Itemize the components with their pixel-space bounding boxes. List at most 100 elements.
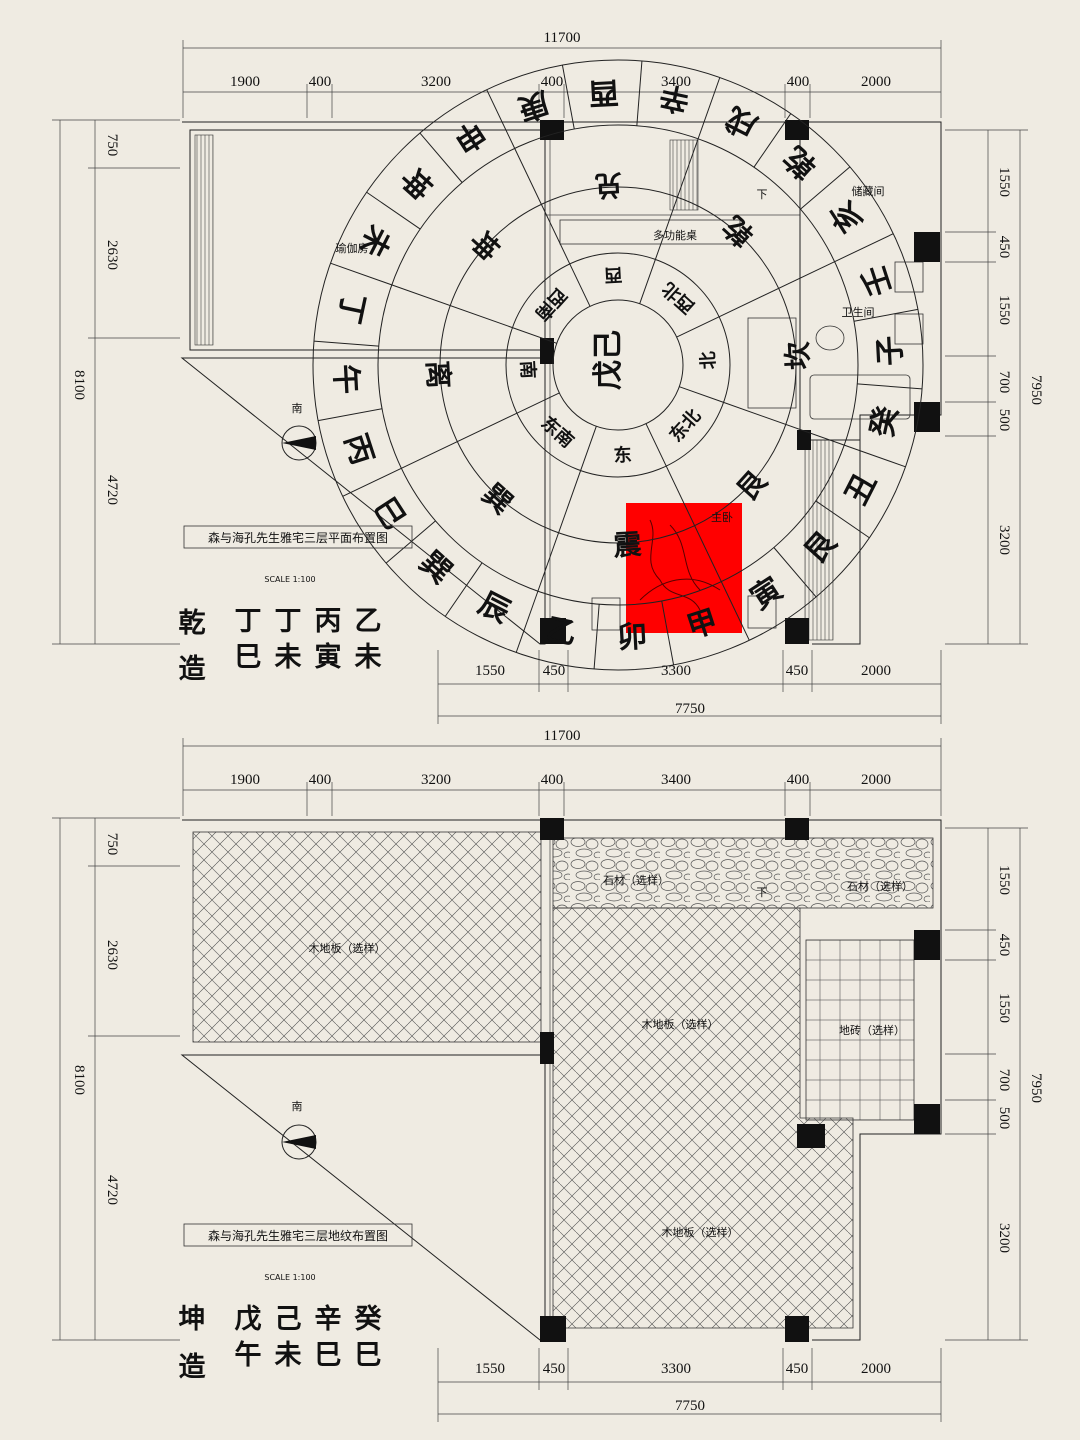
dim-right-seg: 1550	[996, 865, 1012, 895]
compass-sector-line	[593, 604, 600, 670]
dim-bottom-seg: 3300	[661, 663, 691, 679]
compass-sector-line	[857, 383, 923, 390]
material-label: 木地板（选样）	[662, 1225, 739, 1239]
compass-label: 癸	[865, 402, 906, 441]
dim-bottom-seg: 450	[543, 663, 566, 679]
dim-bottom-total: 7750	[675, 701, 705, 717]
structural-columns	[540, 818, 940, 1342]
compass-sector-line	[419, 132, 463, 183]
dim-left-seg: 2630	[104, 940, 120, 970]
flooring-regions	[180, 819, 942, 1341]
bottom-dimension-lines	[437, 650, 942, 724]
bazi-char: 己	[275, 1304, 302, 1335]
dim-bottom-seg: 3300	[661, 1361, 691, 1377]
dim-right-seg: 450	[996, 236, 1012, 259]
top-dimension-lines	[182, 738, 942, 816]
dim-right-seg: 700	[996, 1069, 1012, 1092]
dim-top-seg: 2000	[861, 772, 891, 788]
material-label: 地砖（选样）	[839, 1023, 905, 1037]
dim-bottom-seg: 450	[786, 1361, 809, 1377]
compass-label: 亥	[824, 194, 870, 238]
plan-scale: SCALE 1:100	[264, 1273, 315, 1282]
tile-floor-region	[805, 939, 915, 1121]
dim-right-seg: 1550	[996, 993, 1012, 1023]
compass-sector-line	[697, 77, 721, 139]
compass-label: 西南	[531, 284, 571, 325]
compass-sector-line	[773, 547, 817, 598]
dim-right-seg: 1550	[996, 295, 1012, 325]
compass-sector-line	[401, 412, 518, 469]
compass-label: 东南	[537, 412, 578, 452]
plan-scale: SCALE 1:100	[264, 575, 315, 584]
dim-top-seg: 400	[309, 772, 332, 788]
bed-sketch-icon	[639, 519, 721, 611]
bazi-char: 丁	[275, 606, 302, 637]
compass-sector-line	[676, 316, 720, 338]
bazi-char: 戊	[235, 1304, 262, 1335]
bazi-char: 巳	[315, 1340, 342, 1371]
compass-label: 子	[872, 335, 909, 367]
compass-sector-line	[800, 166, 851, 210]
compass-label: 西	[604, 263, 623, 285]
bazi-char: 丙	[315, 606, 342, 637]
compass-label: 寅	[745, 571, 789, 617]
compass-label: 申	[447, 113, 491, 159]
compass-sector-line	[723, 401, 845, 446]
left-dimension-lines	[52, 817, 180, 1341]
dim-left-seg: 750	[104, 134, 120, 157]
compass-label: 北	[698, 351, 720, 370]
bazi-char: 寅	[315, 641, 342, 673]
compass-label: 震	[613, 528, 644, 562]
compass-sector-line	[561, 65, 575, 130]
compass-sector-line	[330, 262, 392, 286]
dim-right-seg: 3200	[996, 525, 1012, 555]
compass-sector-line	[512, 327, 557, 344]
dim-right-seg: 3200	[996, 1223, 1012, 1253]
bazi-label-char: 造	[179, 654, 206, 685]
compass-center: 戊己	[591, 330, 626, 390]
bazi-label-char: 乾	[179, 608, 206, 639]
compass-sector-line	[486, 89, 516, 149]
compass-label: 辰	[473, 586, 516, 631]
compass-sector-line	[645, 423, 667, 467]
dim-right-seg: 500	[996, 1107, 1012, 1130]
bazi-char: 乙	[355, 606, 382, 637]
compass-sector-line	[718, 261, 835, 318]
compass-sector-line	[391, 284, 513, 329]
dim-left-seg: 4720	[104, 1175, 120, 1205]
compass-sector-line	[318, 408, 383, 422]
master-bedroom-highlight	[626, 503, 742, 633]
compass-sector-line	[444, 562, 483, 617]
compass-sector-line	[639, 259, 656, 304]
left-dimension-lines	[52, 119, 180, 645]
compass-label: 坤	[462, 223, 505, 266]
south-label: 南	[292, 402, 303, 415]
compass-label: 巽	[412, 545, 458, 591]
stone-floor-region	[552, 837, 934, 909]
compass-label: 乾	[778, 139, 824, 185]
dim-right-total: 7950	[1028, 375, 1044, 405]
bazi-char: 午	[235, 1339, 262, 1371]
compass-sector-line	[385, 520, 436, 564]
compass-sector-line	[636, 60, 643, 126]
bazi-char: 未	[275, 642, 302, 673]
compass-label: 庚	[514, 84, 553, 127]
compass-label: 离	[421, 360, 455, 390]
dim-top-seg: 1900	[230, 772, 260, 788]
dim-left-seg: 750	[104, 833, 120, 856]
room-label-yoga: 瑜伽房	[336, 241, 369, 255]
dim-top-seg: 3200	[421, 772, 451, 788]
plan-title: 森与海孔先生雅宅三层地纹布置图	[208, 1228, 388, 1243]
compass-label: 东北	[665, 405, 705, 446]
dim-right-seg: 1550	[996, 167, 1012, 197]
dim-left-total: 8100	[71, 1065, 87, 1095]
right-dimension-lines	[945, 129, 1028, 645]
compass-sector-line	[537, 470, 582, 592]
compass-sector-line	[853, 308, 918, 322]
dim-top-seg: 3400	[661, 772, 691, 788]
wood-floor-region	[192, 831, 542, 1043]
compass-sector-line	[720, 581, 750, 641]
north-arrow-icon	[281, 1124, 317, 1160]
dim-bottom-seg: 2000	[861, 1361, 891, 1377]
